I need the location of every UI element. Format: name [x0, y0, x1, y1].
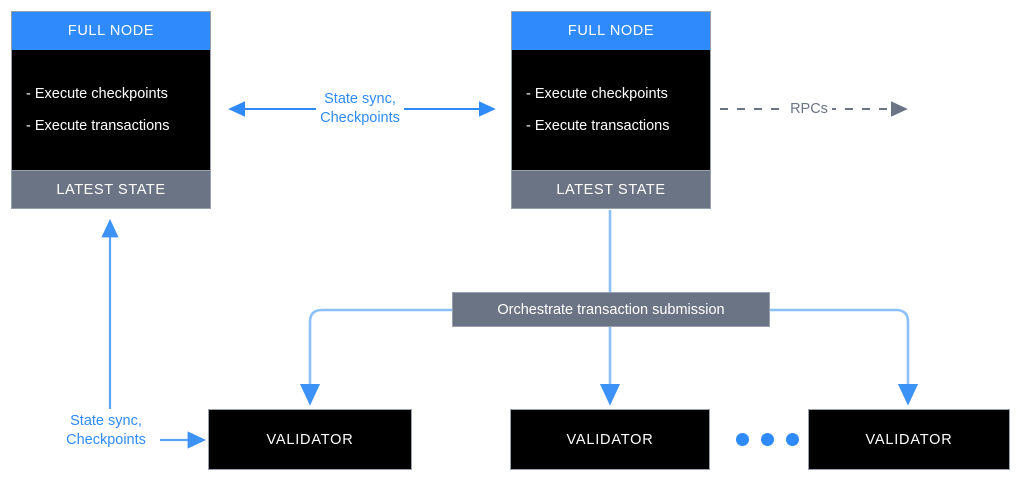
label-rpcs: RPCs [786, 100, 832, 118]
validator-1-label: VALIDATOR [266, 431, 354, 448]
validator-3[interactable]: VALIDATOR [808, 409, 1010, 470]
full-node-left-header: FULL NODE [12, 12, 210, 50]
full-node-right-body: - Execute checkpoints - Execute transact… [512, 50, 710, 170]
label-state-sync-checkpoints-top: State sync, Checkpoints [320, 91, 400, 126]
full-node-left-bullet-checkpoints: - Execute checkpoints [26, 86, 168, 102]
full-node-right-footer: LATEST STATE [512, 170, 710, 208]
full-node-right-bullet-checkpoints: - Execute checkpoints [526, 86, 668, 102]
connector-orchestrator-validator-1 [299, 308, 452, 406]
label-state-sync-checkpoints-bottom: State sync, Checkpoints [66, 413, 146, 448]
full-node-left[interactable]: FULL NODE - Execute checkpoints - Execut… [11, 11, 211, 209]
full-node-right-bullet-transactions: - Execute transactions [526, 118, 670, 134]
orchestrator-label: Orchestrate transaction submission [497, 301, 725, 318]
full-node-left-body: - Execute checkpoints - Execute transact… [12, 50, 210, 170]
ellipsis-dots [736, 433, 799, 446]
connector-orchestrator-validator-3 [770, 308, 919, 406]
ellipsis-dot-2 [761, 433, 774, 446]
orchestrator-bar[interactable]: Orchestrate transaction submission [452, 292, 770, 327]
ellipsis-dot-1 [736, 433, 749, 446]
full-node-left-bullet-transactions: - Execute transactions [26, 118, 170, 134]
full-node-right-header: FULL NODE [512, 12, 710, 50]
validator-2[interactable]: VALIDATOR [510, 409, 710, 470]
validator-1[interactable]: VALIDATOR [208, 409, 412, 470]
full-node-left-footer: LATEST STATE [12, 170, 210, 208]
full-node-right[interactable]: FULL NODE - Execute checkpoints - Execut… [511, 11, 711, 209]
ellipsis-dot-3 [786, 433, 799, 446]
validator-2-label: VALIDATOR [566, 431, 654, 448]
validator-3-label: VALIDATOR [865, 431, 953, 448]
